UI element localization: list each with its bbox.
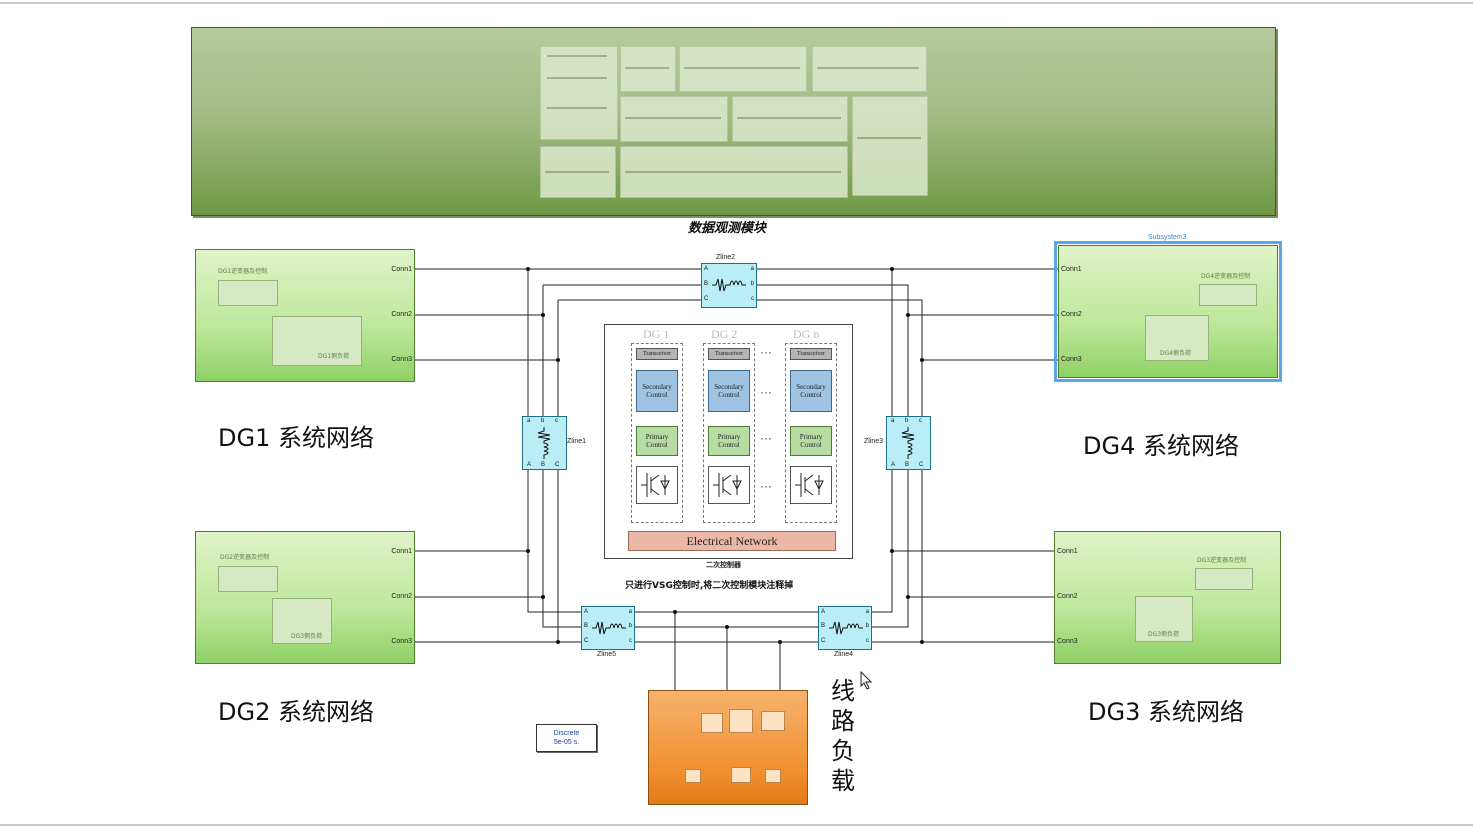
- wire-z5-a: [527, 551, 581, 613]
- dg4-port-conn1: Conn1: [1061, 266, 1082, 273]
- wire-z4-b: [870, 597, 909, 628]
- zline4-coil-icon: [829, 621, 863, 635]
- dg1-port-conn1: Conn1: [391, 266, 412, 273]
- sc-col-dg2-title: DG 2: [711, 327, 738, 341]
- inverter-switch-icon: [708, 466, 750, 504]
- line-load-label: 线 路 负 载: [831, 677, 855, 795]
- dg1-system-label: DG1 系统网络: [218, 424, 374, 452]
- subsystem-label: Subsystem3: [1148, 234, 1187, 241]
- inverter-switch-icon: [790, 466, 832, 504]
- wire-z1-c-down: [413, 466, 559, 643]
- wire-z5-b: [542, 597, 581, 628]
- dg3-inner-caption: DG3逆变器及控制: [1197, 557, 1247, 564]
- dg1-load-block[interactable]: DG1侧负荷: [272, 316, 362, 366]
- dg1-inner-caption: DG1逆变器及控制: [218, 268, 268, 275]
- dg4-load-caption: DG4侧负荷: [1160, 350, 1192, 357]
- wire-z3-b-down: [907, 466, 1058, 598]
- wire-z3-c-down: [921, 466, 1058, 643]
- dg2-load-block[interactable]: DG3侧负荷: [272, 598, 332, 644]
- powergui-solver-block[interactable]: Discrete 5e-05 s.: [536, 724, 597, 752]
- zline1-label: Zline1: [567, 438, 587, 445]
- inverter-switch-icon: [636, 466, 678, 504]
- dg1-port-conn3: Conn3: [391, 356, 412, 363]
- dg1-network-block[interactable]: DG1逆变器及控制 DG1侧负荷 Conn1 Conn2 Conn3: [195, 249, 415, 382]
- zline2-block[interactable]: A B C a b c: [701, 263, 757, 308]
- wire-z3-a-down: [891, 466, 1058, 552]
- dg3-network-block[interactable]: DG3逆变器及控制 DG3侧负荷 Conn1 Conn2 Conn3: [1054, 531, 1281, 664]
- electrical-network-bar: Electrical Network: [628, 531, 836, 551]
- mouse-cursor-icon: [860, 671, 873, 690]
- dg4-system-label: DG4 系统网络: [1083, 432, 1239, 460]
- wire-z1-b-down: [413, 466, 544, 598]
- secondary-control-note: 只进行VSG控制时,将二次控制模块注释掉: [625, 581, 794, 591]
- zline1-block[interactable]: A B C a b c: [522, 416, 567, 470]
- sc-col-dgn-title: DG n: [793, 327, 820, 341]
- zline3-label: Zline3: [864, 438, 884, 445]
- wire-dg1-conn2: [413, 314, 544, 418]
- data-observation-block[interactable]: [191, 27, 1276, 216]
- sc-col-dg1-title: DG 1: [643, 327, 670, 341]
- dg2-port-conn3: Conn3: [391, 638, 412, 645]
- zline5-label: Zline5: [597, 651, 617, 658]
- secondary-control-caption: 二次控制器: [706, 561, 741, 569]
- top-border: [0, 2, 1473, 4]
- dg3-port-conn1: Conn1: [1057, 548, 1078, 555]
- dg3-port-conn3: Conn3: [1057, 638, 1078, 645]
- dg2-port-conn1: Conn1: [391, 548, 412, 555]
- dg3-port-conn2: Conn2: [1057, 593, 1078, 600]
- sc-column-dg1: Transceiver Secondary Control Primary Co…: [631, 343, 683, 523]
- dg4-load-block[interactable]: DG4侧负荷: [1145, 315, 1209, 361]
- secondary-control-block[interactable]: DG 1 DG 2 DG n Transceiver Secondary Con…: [604, 324, 853, 559]
- bottom-border: [0, 824, 1473, 826]
- line-load-block[interactable]: [648, 690, 808, 805]
- dg3-inverter-block[interactable]: [1195, 568, 1253, 590]
- sc-column-dg2: Transceiver Secondary Control Primary Co…: [703, 343, 755, 523]
- dg2-load-caption: DG3侧负荷: [291, 633, 323, 640]
- zline4-label: Zline4: [834, 651, 854, 658]
- dg2-system-label: DG2 系统网络: [218, 698, 374, 726]
- zline5-coil-icon: [592, 621, 626, 635]
- wire-dg1-conn3: [413, 359, 559, 418]
- zline3-block[interactable]: A B C a b c: [886, 416, 931, 470]
- dg1-inverter-block[interactable]: [218, 280, 278, 306]
- dg1-load-caption: DG1侧负荷: [318, 353, 350, 360]
- dg3-load-block[interactable]: DG3侧负荷: [1135, 596, 1193, 642]
- zline2-label: Zline2: [716, 254, 736, 261]
- dg4-inverter-block[interactable]: [1199, 284, 1257, 306]
- dg2-inner-caption: DG2逆变器及控制: [220, 554, 270, 561]
- observation-caption: 数据观测模块: [688, 221, 767, 236]
- zline1-coil-icon: [537, 427, 551, 459]
- sc-column-dgn: Transceiver Secondary Control Primary Co…: [785, 343, 837, 523]
- dg4-network-block[interactable]: DG4逆变器及控制 DG4侧负荷 Conn1 Conn2 Conn3: [1054, 241, 1282, 382]
- wire-z1-a-down: [413, 466, 529, 552]
- dg2-inverter-block[interactable]: [218, 566, 278, 592]
- dg4-inner-caption: DG4逆变器及控制: [1201, 273, 1251, 280]
- dg4-port-conn2: Conn2: [1061, 311, 1082, 318]
- wire-z4-a: [870, 551, 893, 613]
- zline5-block[interactable]: A B C a b c: [581, 606, 635, 650]
- wire-z2-dg4-c: [755, 299, 1058, 361]
- dg1-port-conn2: Conn2: [391, 311, 412, 318]
- zline3-coil-icon: [901, 427, 915, 459]
- dg3-system-label: DG3 系统网络: [1088, 698, 1244, 726]
- zline2-coil-icon: [712, 278, 746, 292]
- dg4-port-conn3: Conn3: [1061, 356, 1082, 363]
- dg2-network-block[interactable]: DG2逆变器及控制 DG3侧负荷 Conn1 Conn2 Conn3: [195, 531, 415, 664]
- zline4-block[interactable]: A B C a b c: [818, 606, 872, 650]
- dg2-port-conn2: Conn2: [391, 593, 412, 600]
- dg3-load-caption: DG3侧负荷: [1148, 631, 1180, 638]
